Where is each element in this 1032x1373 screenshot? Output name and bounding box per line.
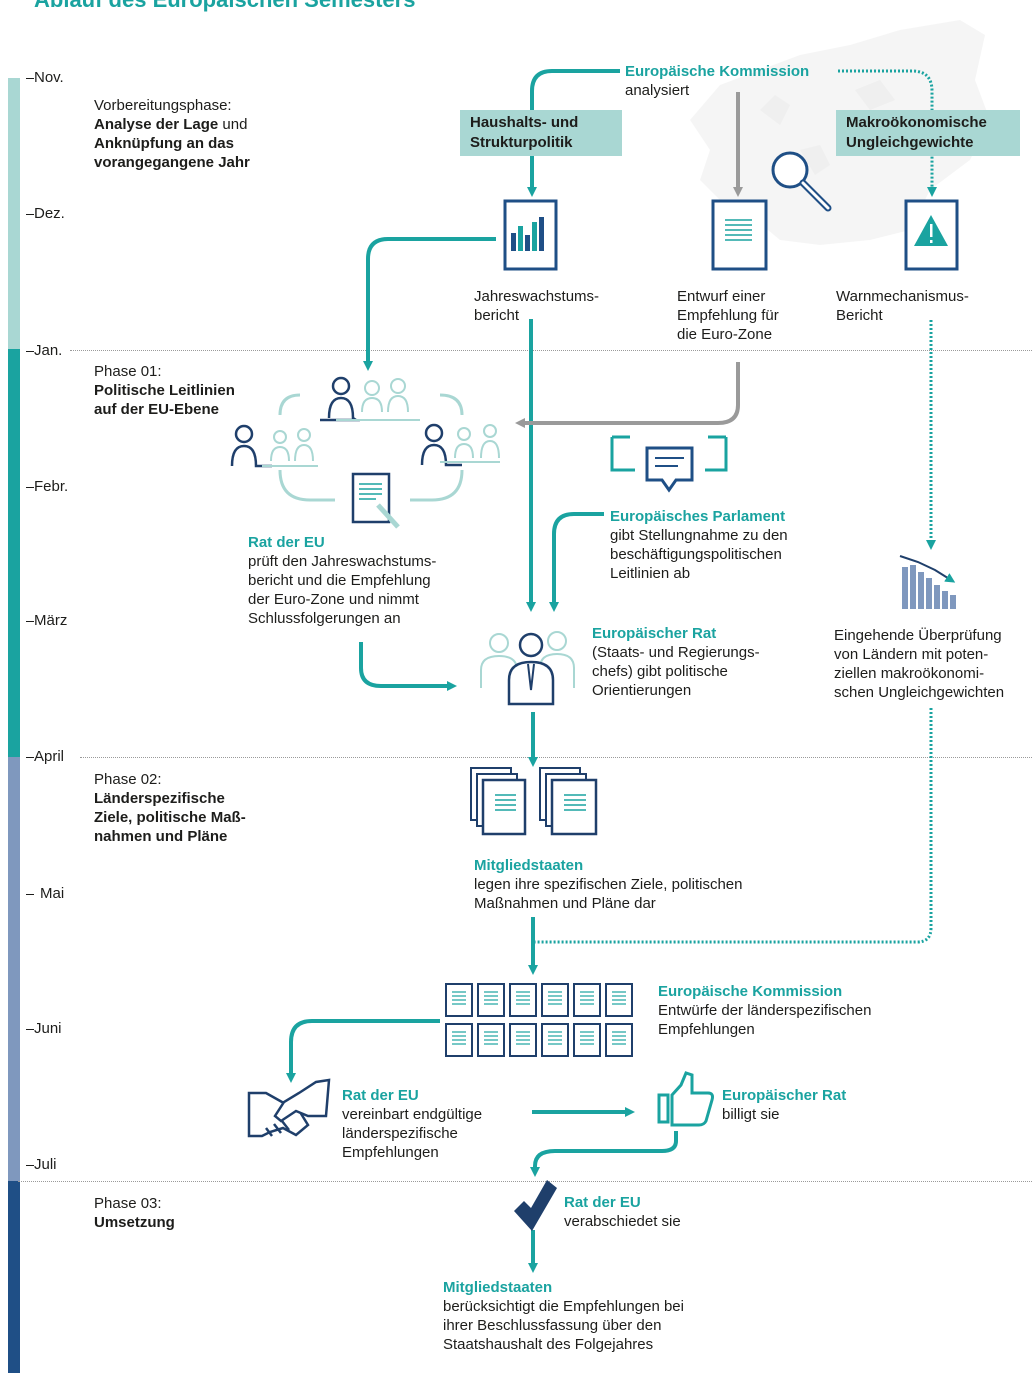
month-label: Jan.	[34, 342, 63, 359]
commission-drafts-block: Europäische Kommission Entwürfe der länd…	[658, 983, 872, 1038]
handshake-icon	[247, 1078, 331, 1138]
checkmark-icon	[514, 1180, 557, 1231]
declining-chart-icon	[899, 555, 956, 609]
timeline-phase03	[8, 1181, 20, 1373]
document-stack-icon	[470, 767, 598, 836]
phase-divider	[70, 350, 1032, 351]
leaders-icon	[480, 631, 575, 706]
month-label: Nov.	[34, 69, 64, 86]
month-label: Dez.	[34, 205, 65, 222]
tick	[26, 214, 34, 215]
growth-report-label: Jahreswachstums-bericht	[474, 288, 600, 324]
meeting-icon	[230, 376, 500, 529]
phase-03-text: Phase 03: Umsetzung	[94, 1195, 175, 1231]
timeline-phase01	[8, 349, 20, 757]
tick	[26, 894, 34, 895]
tick	[26, 487, 34, 488]
tick	[26, 621, 34, 622]
timeline-phase02	[8, 757, 20, 1181]
magnifier-icon	[771, 151, 832, 212]
phase-01-text: Phase 01: Politische Leitlinien auf der …	[94, 363, 235, 418]
tick	[26, 757, 34, 758]
month-label: Juni	[34, 1020, 62, 1037]
commission-top-title: Europäische Kommission	[625, 63, 810, 80]
month-label: April	[34, 748, 65, 765]
draft-document-icon	[477, 1023, 505, 1057]
tick	[26, 1165, 34, 1166]
phase-divider	[18, 1181, 1032, 1182]
commission-top-block: Europäische Kommission analysiert	[625, 62, 809, 100]
member-states-plans-block: Mitgliedstaaten legen ihre spezifischen …	[474, 857, 743, 912]
parliament-block: Europäisches Parlament gibt Stellungnahm…	[610, 508, 788, 582]
warning-report-label: Warnmechanismus-Bericht	[836, 288, 969, 324]
month-label: Juli	[34, 1156, 57, 1173]
draft-document-icon	[445, 983, 473, 1017]
council-eu-review-block: Rat der EU prüft den Jahreswachstums-ber…	[248, 534, 437, 627]
month-label: März	[34, 612, 68, 629]
tick	[26, 351, 34, 352]
page-title: Ablauf des Europäischen Semesters	[34, 0, 415, 13]
tick	[26, 78, 34, 79]
member-states-budget-block: Mitgliedstaaten berücksichtigt die Empfe…	[443, 1279, 684, 1353]
month-label: Mai	[40, 885, 65, 902]
month-label: Febr.	[34, 478, 69, 495]
timeline-prep	[8, 78, 20, 349]
draft-documents-grid	[445, 983, 633, 1057]
european-council-block: Europäischer Rat (Staats- und Regierungs…	[592, 625, 760, 699]
speech-bubble-icon	[610, 435, 728, 493]
thumbs-up-icon	[657, 1071, 714, 1127]
phase-02-text: Phase 02: Länderspezifische Ziele, polit…	[94, 771, 246, 845]
warning-document-icon	[904, 199, 959, 271]
document-icon	[711, 199, 768, 271]
council-eu-adopt-block: Rat der EU verabschiedet sie	[564, 1194, 681, 1230]
draft-document-icon	[573, 983, 601, 1017]
tick	[26, 1029, 34, 1030]
phase-divider	[80, 757, 1032, 758]
european-council-endorse-block: Europäischer Rat billigt sie	[722, 1087, 847, 1123]
phase-prep-text: Vorbereitungsphase: Analyse der Lage und…	[94, 97, 250, 171]
commission-top-text: analysiert	[625, 82, 690, 99]
bar-chart-document-icon	[503, 199, 558, 271]
